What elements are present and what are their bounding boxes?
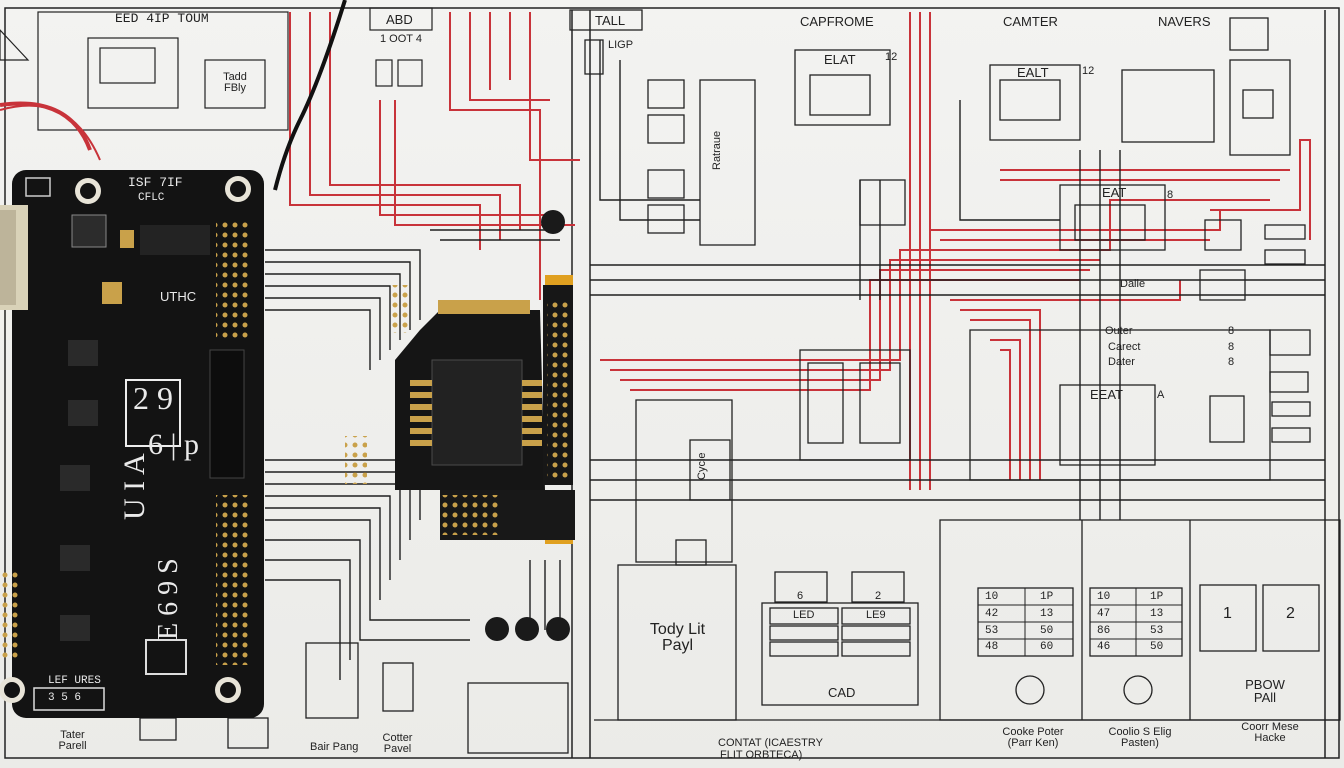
keypad-2-key: 50 xyxy=(1150,641,1164,653)
tater-panel-label: Tater Parell xyxy=(58,729,87,752)
keypad-1-key: 13 xyxy=(1040,608,1054,620)
cpu-module xyxy=(345,210,575,641)
board-logo: UTHC xyxy=(160,289,197,304)
elat-num: 12 xyxy=(885,51,898,63)
red-traces xyxy=(0,12,1311,490)
keypad-2-key: 1P xyxy=(1150,591,1164,603)
eat-label: EAT xyxy=(1102,185,1127,200)
outer-label-2: Carect xyxy=(1108,341,1141,353)
board-big-text-1: 2 9 xyxy=(133,380,173,416)
abd-sub-label: 1 OOT 4 xyxy=(380,33,422,45)
relay-block-label: Ratraue xyxy=(711,130,723,170)
cooke-label-2: Coolio S Elig Pasten) xyxy=(1108,726,1172,749)
board-big-text-4: E 6 9 S xyxy=(153,558,184,640)
digit-display-2: 2 xyxy=(1286,605,1295,622)
board-big-text-2: 6 | p xyxy=(148,428,200,461)
tall-box-label: TALL xyxy=(595,13,626,28)
title-left-panel: EED 4IP TOUM xyxy=(115,11,209,26)
bair-pang-label: Bair Pang xyxy=(310,741,359,753)
keypad-2-key: 86 xyxy=(1097,625,1111,637)
lef-num-silk: 3 5 6 xyxy=(48,692,82,704)
contact-label-1: CONTAT (ICAESTRY xyxy=(718,737,823,749)
board-top-silk: ISF 7IF xyxy=(128,175,183,190)
outer-val-2: 8 xyxy=(1228,341,1235,353)
board-top-sub-silk: CFLC xyxy=(138,192,165,204)
eeat-label: EEAT xyxy=(1090,387,1123,402)
caprome-heading: CAPFROME xyxy=(800,14,874,29)
abd-box-label: ABD xyxy=(386,12,413,27)
outer-label-3: Dater xyxy=(1108,356,1135,368)
keypad-1-key: 48 xyxy=(985,641,999,653)
contact-label-2: FLIT ORBTECA) xyxy=(720,749,803,761)
cotter-pavel-label: Cotter Pavel xyxy=(382,732,413,755)
ealt-label: EALT xyxy=(1017,65,1049,80)
cycle-block-label: Cycle xyxy=(696,452,708,480)
elat-label: ELAT xyxy=(824,52,856,67)
cad-label: CAD xyxy=(828,685,856,700)
ealt-num: 12 xyxy=(1082,65,1095,77)
board-big-text-3: U I A xyxy=(118,453,151,520)
keypad-2-key: 10 xyxy=(1097,591,1111,603)
eeat-num: A xyxy=(1157,389,1165,401)
keypad-2-key: 53 xyxy=(1150,625,1164,637)
cooke-label-1: Cooke Poter (Parr Ken) xyxy=(1002,726,1064,749)
outer-val-3: 8 xyxy=(1228,356,1235,368)
dalle-label: Dalle xyxy=(1120,278,1146,290)
pbow-label: PBOW PAll xyxy=(1245,677,1285,705)
keypad-2-key: 13 xyxy=(1150,608,1164,620)
keypad-1-key: 53 xyxy=(985,625,999,637)
bay-b-label: 2 xyxy=(875,590,882,602)
outer-label-1: Outer xyxy=(1105,325,1133,337)
eat-num: 8 xyxy=(1167,189,1174,201)
keypad-1-key: 50 xyxy=(1040,625,1054,637)
microcontroller-board xyxy=(0,170,264,718)
led-left-label: LED xyxy=(793,609,815,621)
keypad-1-key: 42 xyxy=(985,608,999,620)
top-left-box-label: Tadd FBly xyxy=(223,71,247,94)
tall-sub-label: LIGP xyxy=(608,39,634,51)
bay-a-label: 6 xyxy=(797,590,804,602)
outer-val-1: 8 xyxy=(1228,325,1235,337)
keypad-2-key: 47 xyxy=(1097,608,1111,620)
tody-lit-label: Tody Lit Payl xyxy=(649,621,706,654)
keypad-1-key: 60 xyxy=(1040,641,1054,653)
lef-ures-silk: LEF URES xyxy=(48,675,101,687)
keypad-1-key: 1P xyxy=(1040,591,1054,603)
keypad-1-key: 10 xyxy=(985,591,999,603)
cooke-label-3: Coorr Mese Hacke xyxy=(1241,721,1299,744)
keypad-2-key: 46 xyxy=(1097,641,1111,653)
led-right-label: LE9 xyxy=(866,609,886,621)
navers-heading: NAVERS xyxy=(1158,14,1211,29)
canter-heading: CAMTER xyxy=(1003,14,1058,29)
digit-display-1: 1 xyxy=(1223,605,1232,622)
